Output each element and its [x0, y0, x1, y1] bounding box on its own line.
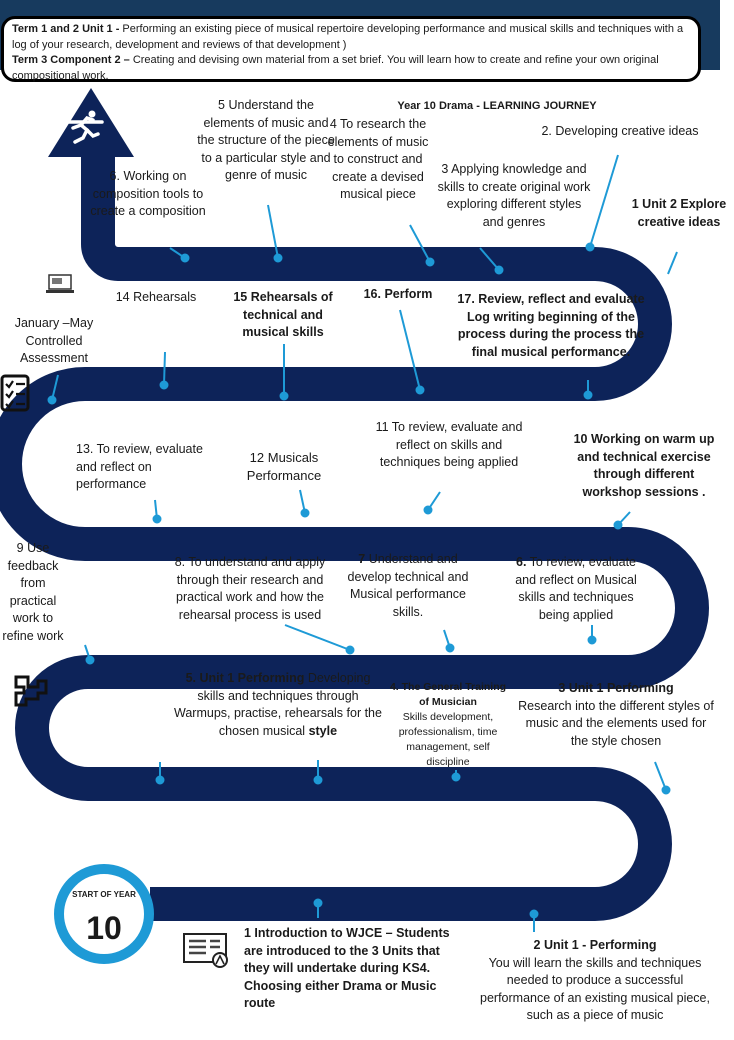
page-title: Year 10 Drama - LEARNING JOURNEY: [397, 100, 597, 112]
unit2-step-5: 5 Understand the elements of music and t…: [197, 98, 335, 182]
step-15: 15 Rehearsals of technical and musical s…: [233, 290, 333, 339]
header-line1-bold: Term 1 and 2 Unit 1 -: [12, 23, 120, 35]
unit2-step-3: 3 Applying knowledge and skills to creat…: [437, 162, 591, 229]
step-5-title-end: style: [308, 723, 338, 738]
step-6: 6. To review, evaluate and reflect on Mu…: [506, 554, 646, 624]
step-3: 3 Unit 1 Performing Research into the di…: [516, 680, 716, 750]
unit2-step-6: 6. Working on composition tools to creat…: [90, 169, 206, 218]
header-box: Term 1 and 2 Unit 1 - Performing an exis…: [1, 16, 701, 82]
step-12: 12 Musicals Performance: [246, 450, 322, 483]
step-17: 17. Review, reflect and evaluate Log wri…: [457, 292, 645, 359]
start-label: START OF YEAR: [72, 890, 136, 899]
laptop-icon: [46, 274, 74, 293]
step-14: 14 Rehearsals: [115, 290, 197, 304]
step-4-text: Skills development, professionalism, tim…: [398, 711, 498, 768]
step-9: 9 Use feedback from practical work to re…: [2, 541, 64, 643]
header-line2-text: Creating and devising own material from …: [12, 54, 659, 82]
start-number: 10: [86, 910, 122, 946]
step-4: 4. The General Training of Musician Skil…: [386, 680, 510, 770]
unit2-step-1: 1 Unit 2 Explore creative ideas: [631, 197, 727, 229]
connector-lines: [47, 154, 678, 932]
header-line2-bold: Term 3 Component 2 –: [12, 54, 130, 66]
step-3-text: Research into the different styles of mu…: [518, 698, 714, 748]
step-13: 13. To review, evaluate and reflect on p…: [76, 442, 203, 491]
step-7-text: Understand and develop technical and Mus…: [347, 552, 469, 619]
runner-icon: [64, 110, 104, 144]
step-16: 16. Perform: [363, 287, 433, 301]
step-5-title: 5. Unit 1 Performing: [185, 671, 305, 685]
step-8: 8. To understand and apply through their…: [174, 555, 326, 622]
checklist-icon: [0, 374, 30, 412]
step-2: 2 Unit 1 - Performing You will learn the…: [470, 937, 720, 1025]
step-6-text: To review, evaluate and reflect on Music…: [515, 555, 637, 622]
step-7-title: 7: [358, 552, 366, 566]
step-2-title: 2 Unit 1 - Performing: [533, 938, 657, 952]
step-7: 7 Understand and develop technical and M…: [344, 551, 472, 621]
gears-icon: [14, 675, 48, 707]
start-badge: START OF YEAR 10: [54, 864, 154, 964]
step-5-text: Developing skills and techniques through…: [174, 671, 382, 738]
unit2-step-2: 2. Developing creative ideas: [541, 124, 699, 138]
step-11: 11 To review, evaluate and reflect on sk…: [375, 420, 523, 469]
header-line1-text: Performing an existing piece of musical …: [12, 23, 684, 51]
step-10: 10 Working on warm up and technical exer…: [573, 432, 715, 499]
presentation-icon: [183, 933, 228, 968]
controlled-assessment: January –May Controlled Assessment: [14, 316, 94, 365]
unit2-step-4: 4 To research the elements of music to c…: [327, 117, 429, 201]
step-4-title: 4. The General Training of Musician: [389, 681, 507, 708]
step-2-text: You will learn the skills and techniques…: [480, 955, 710, 1023]
step-5: 5. Unit 1 Performing Developing skills a…: [172, 670, 384, 740]
step-3-title: 3 Unit 1 Performing: [558, 681, 674, 695]
step-6-title: 6.: [516, 555, 527, 569]
step-1: 1 Introduction to WJCE – Students are in…: [244, 926, 450, 1010]
road-path: [0, 155, 709, 921]
